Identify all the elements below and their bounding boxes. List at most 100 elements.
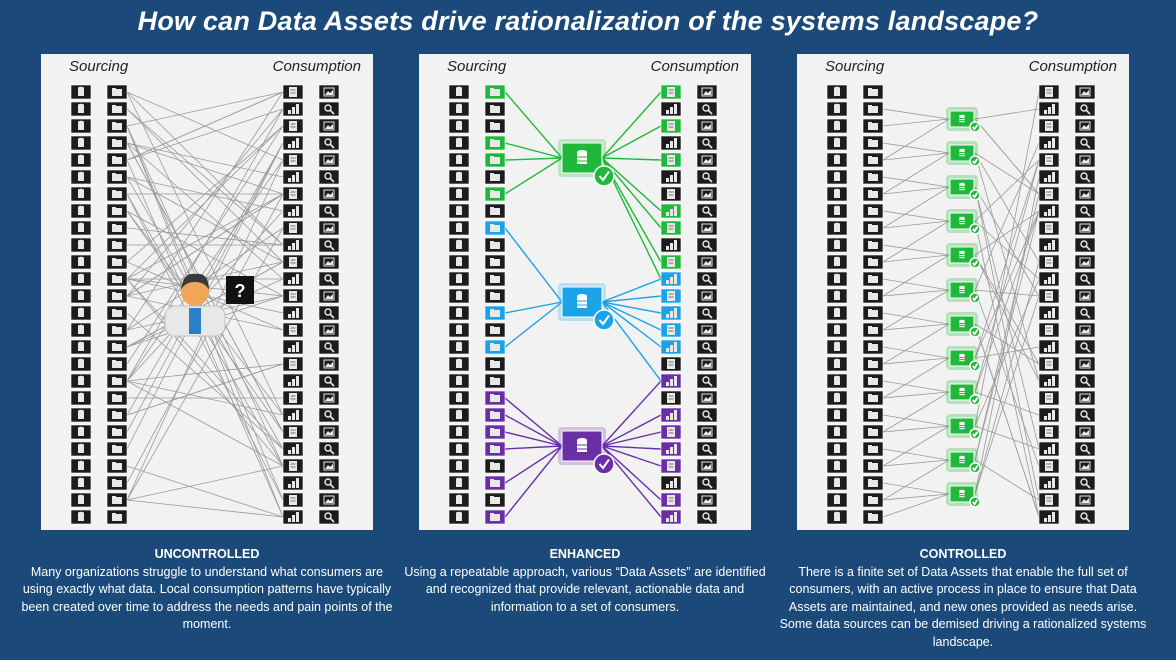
caption-title: CONTROLLED bbox=[919, 547, 1007, 561]
connector-line bbox=[126, 108, 284, 246]
database-icon bbox=[826, 271, 848, 287]
database-icon bbox=[484, 271, 506, 287]
report-icon bbox=[1038, 237, 1060, 253]
report-icon bbox=[1074, 356, 1096, 372]
report-icon bbox=[1074, 373, 1096, 389]
database-icon bbox=[106, 203, 128, 219]
report-icon bbox=[282, 84, 304, 100]
database-icon bbox=[70, 390, 92, 406]
database-icon bbox=[862, 84, 884, 100]
connector-line bbox=[504, 91, 563, 159]
report-icon bbox=[282, 356, 304, 372]
connector-line bbox=[601, 157, 662, 161]
database-icon bbox=[70, 458, 92, 474]
connector-line bbox=[882, 391, 950, 433]
database-icon bbox=[826, 356, 848, 372]
report-icon bbox=[1074, 424, 1096, 440]
data-asset-icon bbox=[946, 482, 978, 506]
connector-line bbox=[126, 91, 284, 161]
database-icon bbox=[826, 475, 848, 491]
report-icon bbox=[1074, 322, 1096, 338]
report-icon bbox=[660, 220, 682, 236]
database-icon bbox=[862, 509, 884, 525]
database-icon bbox=[862, 339, 884, 355]
connector-line bbox=[601, 445, 662, 450]
database-icon bbox=[862, 271, 884, 287]
connector-line bbox=[126, 193, 284, 484]
connector-line bbox=[126, 499, 284, 518]
report-icon bbox=[318, 152, 340, 168]
connector-line bbox=[882, 289, 950, 297]
database-icon bbox=[448, 475, 470, 491]
connector-line bbox=[126, 278, 284, 467]
check-badge-icon bbox=[969, 121, 981, 133]
database-icon bbox=[448, 186, 470, 202]
report-icon bbox=[1038, 186, 1060, 202]
connector-line bbox=[126, 278, 284, 450]
database-icon bbox=[70, 135, 92, 151]
report-icon bbox=[1038, 407, 1060, 423]
database-icon bbox=[70, 424, 92, 440]
connector-line bbox=[974, 425, 1040, 450]
database-icon bbox=[70, 271, 92, 287]
consumption-label: Consumption bbox=[650, 58, 739, 75]
report-icon bbox=[282, 441, 304, 457]
connector-line bbox=[974, 152, 1040, 195]
connector-line bbox=[882, 210, 950, 222]
report-icon bbox=[696, 458, 718, 474]
connector-line bbox=[882, 152, 950, 195]
controlled-diagram bbox=[826, 84, 1096, 525]
database-icon bbox=[106, 84, 128, 100]
report-icon bbox=[282, 135, 304, 151]
report-icon bbox=[282, 373, 304, 389]
check-badge-icon bbox=[969, 292, 981, 304]
report-icon bbox=[1038, 84, 1060, 100]
report-icon bbox=[282, 101, 304, 117]
database-icon bbox=[484, 186, 506, 202]
report-icon bbox=[282, 509, 304, 525]
report-icon bbox=[660, 254, 682, 270]
database-icon bbox=[448, 305, 470, 321]
report-icon bbox=[696, 203, 718, 219]
connector-line bbox=[601, 301, 662, 314]
caption-controlled: CONTROLLED There is a finite set of Data… bbox=[773, 546, 1153, 651]
report-icon bbox=[1074, 390, 1096, 406]
database-icon bbox=[106, 169, 128, 185]
database-icon bbox=[484, 135, 506, 151]
connector-line bbox=[601, 380, 662, 447]
database-icon bbox=[484, 118, 506, 134]
caption-text: There is a finite set of Data Assets tha… bbox=[779, 564, 1147, 649]
report-icon bbox=[660, 101, 682, 117]
database-icon bbox=[826, 322, 848, 338]
database-icon bbox=[862, 390, 884, 406]
report-icon bbox=[1074, 237, 1096, 253]
database-icon bbox=[448, 458, 470, 474]
database-icon bbox=[484, 390, 506, 406]
database-icon bbox=[826, 288, 848, 304]
check-badge-icon bbox=[969, 155, 981, 167]
database-icon bbox=[484, 203, 506, 219]
report-icon bbox=[660, 475, 682, 491]
database-icon bbox=[862, 356, 884, 372]
database-icon bbox=[862, 441, 884, 457]
report-icon bbox=[1074, 84, 1096, 100]
database-icon bbox=[862, 203, 884, 219]
database-icon bbox=[448, 322, 470, 338]
report-icon bbox=[1074, 152, 1096, 168]
report-icon bbox=[660, 288, 682, 304]
report-icon bbox=[1038, 152, 1060, 168]
check-badge-icon bbox=[969, 462, 981, 474]
report-icon bbox=[696, 407, 718, 423]
database-icon bbox=[70, 441, 92, 457]
report-icon bbox=[1038, 305, 1060, 321]
database-icon bbox=[826, 407, 848, 423]
report-icon bbox=[696, 288, 718, 304]
report-icon bbox=[1038, 509, 1060, 525]
database-icon bbox=[106, 288, 128, 304]
database-icon bbox=[448, 407, 470, 423]
database-icon bbox=[448, 84, 470, 100]
caption-title: ENHANCED bbox=[549, 547, 621, 561]
database-icon bbox=[826, 169, 848, 185]
connector-line bbox=[126, 125, 284, 263]
check-badge-icon bbox=[969, 428, 981, 440]
